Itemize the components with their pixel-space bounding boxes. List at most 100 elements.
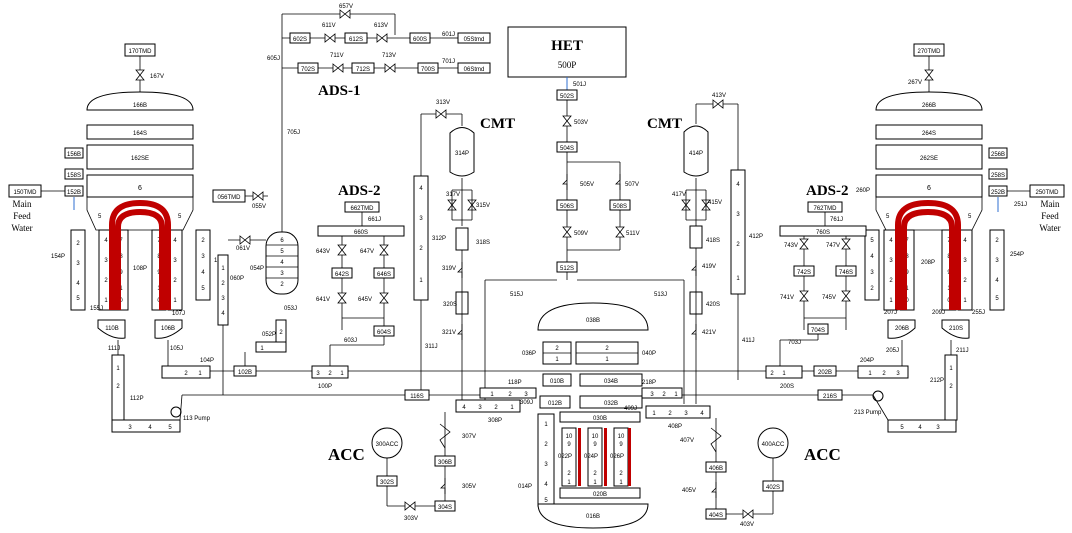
svg-text:602S: 602S (293, 37, 307, 43)
svg-text:303V: 303V (404, 516, 418, 522)
svg-text:745V: 745V (822, 295, 836, 301)
svg-text:511V: 511V (626, 231, 640, 237)
svg-text:054P: 054P (250, 266, 264, 272)
mfw-left-2: Feed (13, 211, 31, 221)
svg-text:2: 2 (736, 242, 740, 248)
svg-text:014P: 014P (518, 484, 532, 490)
svg-text:515J: 515J (510, 292, 523, 298)
svg-text:504S: 504S (560, 146, 574, 152)
svg-text:604S: 604S (377, 330, 391, 336)
accumulator-left: 300ACC 302S 303V 304S 305V 306B 307V (371, 412, 476, 522)
svg-text:05Stmd: 05Stmd (464, 37, 485, 43)
svg-text:407V: 407V (680, 438, 694, 444)
svg-text:100P: 100P (318, 384, 332, 390)
het-tank (507, 26, 627, 78)
svg-text:1: 1 (736, 276, 740, 282)
svg-text:713V: 713V (382, 53, 396, 59)
ads2-left-label: ADS-2 (338, 183, 381, 199)
svg-text:251J: 251J (1014, 202, 1027, 208)
svg-text:7: 7 (905, 238, 909, 244)
svg-text:1: 1 (868, 371, 872, 377)
svg-text:208P: 208P (921, 260, 935, 266)
svg-text:156B: 156B (67, 152, 81, 158)
svg-text:4: 4 (173, 238, 177, 244)
svg-text:743V: 743V (784, 243, 798, 249)
svg-text:1: 1 (104, 298, 108, 304)
svg-text:1: 1 (544, 422, 548, 428)
svg-text:2: 2 (963, 278, 967, 284)
svg-text:1: 1 (173, 298, 177, 304)
svg-text:9: 9 (593, 442, 597, 448)
svg-text:611V: 611V (322, 23, 336, 29)
svg-text:420S: 420S (706, 302, 720, 308)
ads1-label: ADS-1 (318, 83, 361, 99)
pressurizer: 056TMD 055V 6 5 4 3 2 054P 053J 2 052P 1… (212, 189, 299, 353)
svg-text:3: 3 (963, 258, 967, 264)
accumulator-right: 400ACC 402S 403V 404S 405V 406B 407V (680, 418, 789, 528)
svg-text:162SE: 162SE (131, 156, 149, 162)
svg-text:3: 3 (201, 254, 205, 260)
svg-text:206B: 206B (895, 326, 909, 332)
svg-text:702S: 702S (301, 67, 315, 73)
svg-text:5: 5 (544, 498, 548, 504)
svg-text:502S: 502S (560, 94, 574, 100)
het-title: HET (551, 38, 583, 54)
svg-text:5: 5 (98, 214, 102, 220)
svg-text:409J: 409J (624, 406, 637, 412)
svg-text:2: 2 (328, 371, 332, 377)
svg-text:118P: 118P (508, 380, 522, 386)
svg-text:1: 1 (119, 286, 123, 292)
svg-text:405V: 405V (682, 488, 696, 494)
svg-text:411J: 411J (742, 338, 755, 344)
svg-text:1: 1 (567, 480, 571, 486)
svg-text:250TMD: 250TMD (1035, 190, 1059, 196)
svg-text:0: 0 (905, 298, 909, 304)
svg-text:703J: 703J (788, 340, 801, 346)
svg-text:501J: 501J (573, 82, 586, 88)
svg-text:2: 2 (280, 282, 284, 288)
svg-text:605J: 605J (267, 56, 280, 62)
svg-text:415V: 415V (708, 200, 722, 206)
svg-text:2: 2 (76, 241, 80, 247)
svg-text:200S: 200S (780, 384, 794, 390)
svg-text:642S: 642S (335, 272, 349, 278)
svg-text:3: 3 (995, 258, 999, 264)
svg-text:4: 4 (419, 186, 423, 192)
svg-text:4: 4 (918, 425, 922, 431)
svg-text:761J: 761J (830, 217, 843, 223)
svg-text:1: 1 (490, 392, 494, 398)
svg-text:2: 2 (770, 371, 774, 377)
svg-text:4: 4 (280, 260, 284, 266)
svg-text:9: 9 (119, 270, 123, 276)
svg-text:4: 4 (963, 238, 967, 244)
svg-text:218P: 218P (642, 380, 656, 386)
svg-text:2: 2 (593, 471, 597, 477)
svg-text:032B: 032B (604, 401, 618, 407)
svg-text:5: 5 (280, 249, 284, 255)
sg-left-u-tube (109, 199, 171, 310)
svg-text:3: 3 (889, 258, 893, 264)
svg-text:3: 3 (936, 425, 940, 431)
svg-text:2: 2 (494, 405, 498, 411)
svg-text:317V: 317V (446, 192, 460, 198)
svg-text:4: 4 (995, 278, 999, 284)
svg-text:052P: 052P (262, 332, 276, 338)
ads1-lines: 657V 605J 705J 602S 611V 612S 613V 600S … (267, 4, 491, 232)
svg-text:402S: 402S (766, 485, 780, 491)
svg-text:2: 2 (221, 281, 225, 287)
svg-text:512S: 512S (560, 266, 574, 272)
svg-text:5: 5 (886, 214, 890, 220)
svg-text:1: 1 (619, 480, 623, 486)
svg-text:012B: 012B (548, 401, 562, 407)
svg-text:3: 3 (896, 371, 900, 377)
svg-text:412P: 412P (749, 234, 763, 240)
svg-text:414P: 414P (689, 151, 703, 157)
svg-text:038B: 038B (586, 318, 600, 324)
svg-text:4: 4 (148, 425, 152, 431)
svg-text:9: 9 (567, 442, 571, 448)
svg-text:746S: 746S (839, 270, 853, 276)
svg-text:2: 2 (619, 471, 623, 477)
svg-text:2: 2 (555, 346, 559, 352)
